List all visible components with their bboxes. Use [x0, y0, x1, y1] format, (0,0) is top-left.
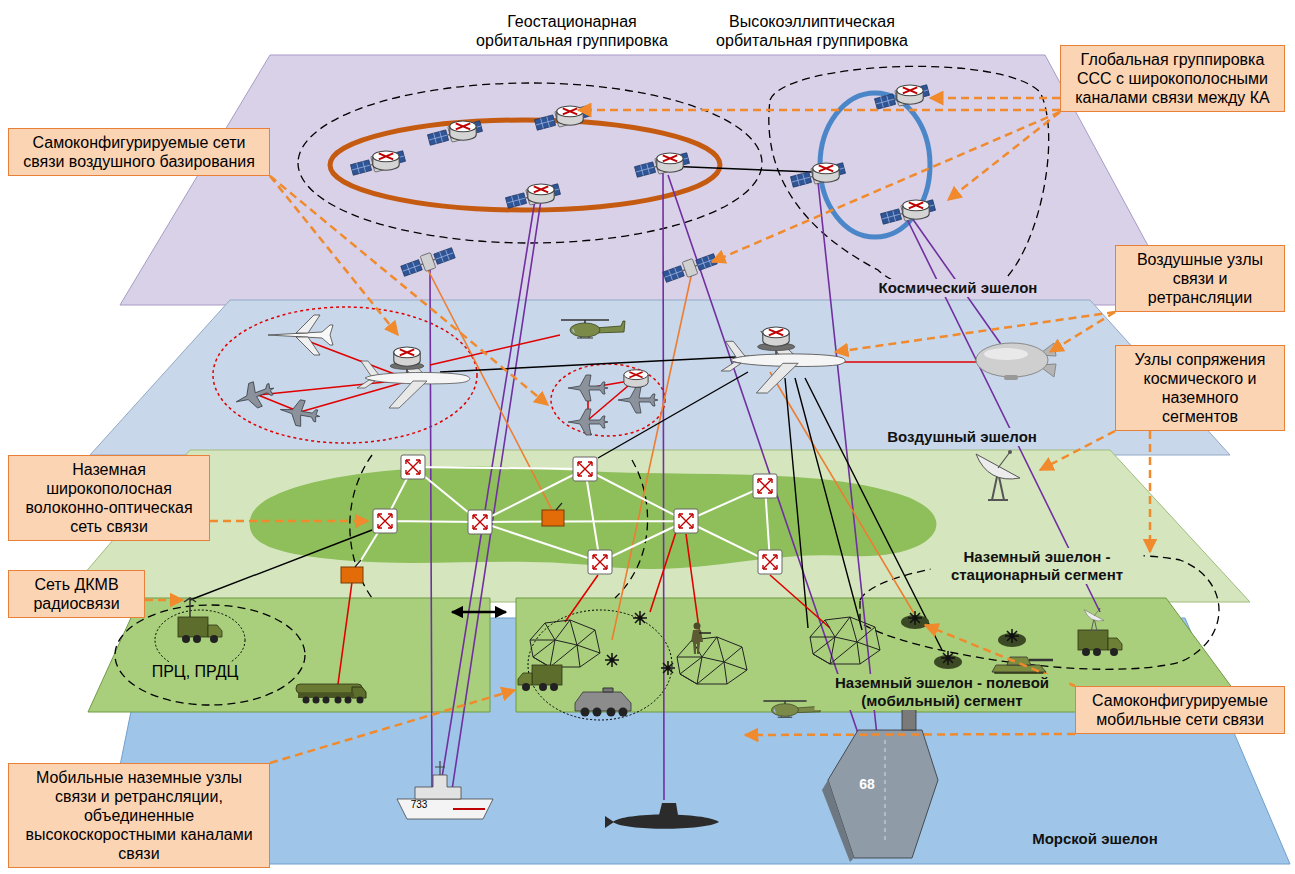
echelon-plane: Морской эшелон: [100, 618, 1290, 864]
ground-stationary-assets: [674, 509, 698, 533]
callout-text: Воздушные узлы связи и ретрансляции: [1123, 250, 1277, 307]
ground-stationary-assets: [401, 455, 425, 479]
callout-text: Мобильные наземные узлы связи и ретрансл…: [16, 768, 262, 863]
echelon-plane-fill: [90, 300, 1230, 455]
orbit-group-label: Геостационарная орбитальная группировка: [465, 12, 680, 50]
ground-stationary-assets: [373, 509, 397, 533]
callout-leader: [578, 109, 1060, 112]
space-assets: [657, 153, 683, 172]
callout-text: Самоконфигурируемые мобильные сети связи: [1083, 691, 1277, 729]
ground-stationary-assets: [758, 550, 782, 574]
fiber-link: [352, 467, 770, 575]
space-assets: [897, 85, 923, 104]
echelon-title: Наземный эшелон - стационарный сегмент: [931, 548, 1144, 584]
space-assets: [450, 121, 476, 140]
space-assets: [557, 106, 583, 125]
echelon-plane-shape: [100, 618, 1290, 864]
node-type-label: ПРЦ, ПРДЦ: [150, 662, 241, 681]
ground-mobile-assets: [633, 611, 647, 625]
space-assets: [903, 200, 929, 219]
callout-text: Сеть ДКМВ радиосвязи: [16, 575, 137, 613]
callout-box: Воздушные узлы связи и ретрансляции: [1115, 245, 1285, 312]
ground-stationary-assets: [588, 550, 612, 574]
ground-mobile-assets: [941, 651, 955, 665]
echelon-plane-fill: [60, 450, 1250, 602]
ground-mobile-assets: [1005, 629, 1019, 643]
space-assets: [528, 184, 554, 203]
callout-box: Наземная широкополосная волоконно-оптиче…: [8, 455, 210, 541]
echelon-plane: Космический эшелон: [120, 55, 1180, 305]
ground-stationary-assets: [573, 457, 597, 481]
echelon-title: Космический эшелон: [876, 279, 1041, 297]
echelon-plane-fill: [120, 55, 1180, 305]
air-assets: [763, 327, 789, 346]
air-assets: [394, 347, 420, 366]
ground-stationary-assets: [468, 510, 492, 534]
callout-box: Узлы сопряжения космического и наземного…: [1115, 345, 1285, 431]
callout-leader: [145, 599, 183, 602]
echelon-plane: Наземный эшелон - стационарный сегмент: [60, 450, 1250, 602]
hull-number: 733: [409, 799, 430, 811]
callout-box: Мобильные наземные узлы связи и ретрансл…: [8, 763, 270, 868]
ground-mobile-assets: [661, 661, 675, 675]
ground-mobile-assets: [908, 611, 922, 625]
callout-box: Самоконфигурируемые мобильные сети связи: [1075, 686, 1285, 734]
air-assets: [624, 370, 648, 388]
space-assets: [373, 151, 399, 170]
echelon-plane-shape: [90, 300, 1230, 455]
callout-box: Сеть ДКМВ радиосвязи: [8, 570, 145, 618]
echelon-title: Воздушный эшелон: [884, 428, 1040, 446]
ground-stationary-assets: [753, 474, 777, 498]
double-arrow: [452, 611, 506, 614]
ground-stationary-assets: [542, 503, 564, 526]
callout-text: Глобальная группировка ССС с широкополос…: [1068, 50, 1277, 107]
callout-leader: [930, 97, 1060, 100]
echelon-plane: Воздушный эшелон: [90, 300, 1230, 455]
callout-box: Глобальная группировка ССС с широкополос…: [1060, 45, 1285, 112]
callout-text: Узлы сопряжения космического и наземного…: [1123, 350, 1277, 426]
echelon-plane-fill: [100, 618, 1290, 864]
callout-box: Самоконфигурируемые сети связи воздушног…: [8, 128, 270, 176]
ground-mobile-assets: [605, 653, 619, 667]
callout-text: Наземная широкополосная волоконно-оптиче…: [16, 460, 202, 536]
echelon-title: Наземный эшелон - полевой (мобильный) се…: [815, 674, 1070, 710]
hull-number: 68: [857, 776, 877, 793]
callout-text: Самоконфигурируемые сети связи воздушног…: [16, 133, 262, 171]
space-assets: [813, 163, 839, 182]
echelon-plane-shape: [120, 55, 1180, 305]
echelon-plane-fill: [88, 598, 490, 712]
orbit-group-label: Высокоэллиптическая орбитальная группиро…: [705, 12, 920, 50]
echelon-title: Морской эшелон: [1029, 830, 1161, 848]
